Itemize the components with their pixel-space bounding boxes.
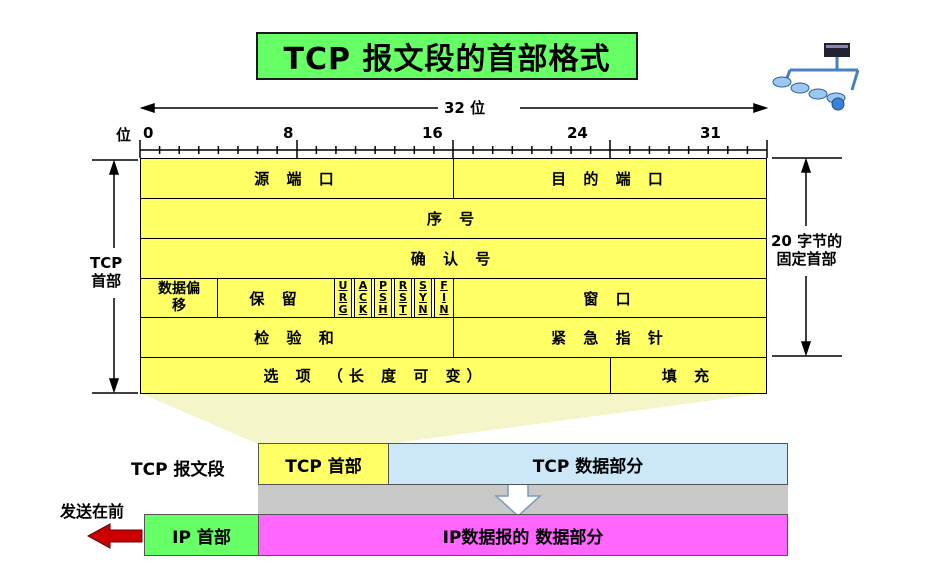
field-ack-number: 确 认 号 xyxy=(140,238,767,279)
field-source-port: 源 端 口 xyxy=(140,158,454,199)
tcp-header-label: TCP 首部 xyxy=(90,254,123,290)
field-padding: 填 充 xyxy=(610,357,767,394)
send-first-label: 发送在前 xyxy=(60,502,125,521)
tick-label-31: 31 xyxy=(700,124,721,142)
bit-unit-label: 位 xyxy=(116,126,132,144)
tick-label-0: 0 xyxy=(143,124,154,142)
tcp-data-box: TCP 数据部分 xyxy=(388,443,788,485)
bit-ruler xyxy=(139,140,768,158)
fixed-header-label: 20 字节的 固定首部 xyxy=(771,232,843,268)
flag-psh: PSH xyxy=(374,278,392,318)
projection-wedge xyxy=(140,393,767,444)
fixed-header-bracket xyxy=(772,157,842,357)
tcp-segment-label: TCP 报文段 xyxy=(131,460,225,480)
field-reserved: 保 留 xyxy=(217,278,335,318)
field-checksum: 检 验 和 xyxy=(140,317,454,358)
flag-syn: SYN xyxy=(414,278,432,318)
tick-label-16: 16 xyxy=(422,124,443,142)
tick-label-24: 24 xyxy=(567,124,588,142)
flag-urg: URG xyxy=(334,278,352,318)
width-arrow xyxy=(139,102,769,114)
page-title: TCP 报文段的首部格式 xyxy=(256,32,638,80)
field-dest-port: 目 的 端 口 xyxy=(453,158,767,199)
ip-data-box: IP数据报的 数据部分 xyxy=(258,514,788,556)
field-sequence-number: 序 号 xyxy=(140,198,767,239)
field-data-offset: 数据偏移 xyxy=(140,278,218,318)
ip-header-box: IP 首部 xyxy=(144,514,259,556)
field-urgent-pointer: 紧 急 指 针 xyxy=(453,317,767,358)
field-window: 窗 口 xyxy=(453,278,767,318)
tick-label-8: 8 xyxy=(283,124,294,142)
tcp-header-bracket xyxy=(92,159,138,394)
flag-ack: ACK xyxy=(354,278,372,318)
flag-fin: FIN xyxy=(434,278,454,318)
field-options: 选 项 （长 度 可 变） xyxy=(140,357,611,394)
tcp-header-box: TCP 首部 xyxy=(258,443,389,485)
down-arrow xyxy=(494,483,542,518)
flag-rst: RST xyxy=(394,278,412,318)
send-first-arrow xyxy=(86,523,143,549)
network-icon xyxy=(772,43,860,111)
bit-width-label: 32 位 xyxy=(438,97,492,118)
